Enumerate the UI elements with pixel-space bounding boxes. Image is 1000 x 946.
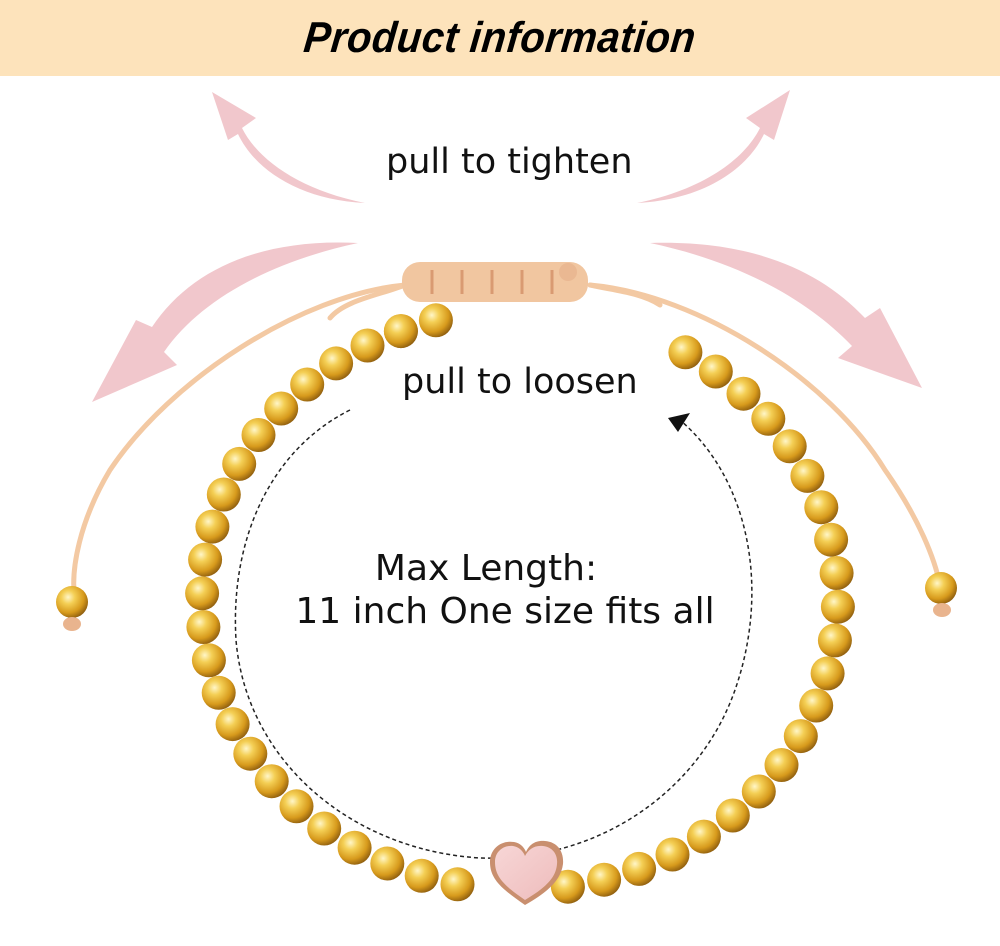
gold-bead (215, 707, 250, 742)
cord (71, 282, 943, 603)
arrow-tighten-right-icon (637, 90, 790, 203)
gold-bead (307, 811, 342, 846)
gold-bead (783, 719, 818, 754)
size-info-label: 11 inch One size fits all (295, 591, 715, 632)
gold-bead (195, 509, 230, 544)
sliding-knot (402, 262, 588, 302)
gold-bead (668, 335, 703, 370)
gold-bead (715, 798, 750, 833)
gold-bead (790, 458, 825, 493)
gold-bead (201, 675, 236, 710)
cord-end-left (56, 586, 88, 631)
gold-bead (191, 643, 226, 678)
gold-bead (810, 656, 845, 691)
gold-bead (206, 477, 241, 512)
gold-bead (188, 542, 223, 577)
gold-bead (820, 589, 855, 624)
gold-bead (370, 846, 405, 881)
bead-strand (185, 303, 855, 904)
circle-arrowhead-icon (668, 413, 690, 432)
pull-to-loosen-label: pull to loosen (402, 362, 638, 402)
max-length-label: Max Length: (374, 548, 598, 589)
gold-bead (186, 610, 221, 644)
gold-bead (222, 446, 257, 481)
gold-bead (418, 303, 453, 338)
gold-bead (233, 736, 268, 771)
gold-bead (819, 556, 854, 590)
gold-bead (814, 522, 849, 557)
gold-bead (550, 869, 585, 904)
header-banner: Product information (0, 0, 1000, 76)
gold-bead (772, 429, 807, 464)
gold-bead (319, 346, 354, 381)
gold-bead (726, 376, 761, 411)
gold-bead (279, 789, 314, 824)
gold-bead (764, 748, 799, 782)
gold-bead (350, 328, 385, 363)
gold-bead (185, 576, 220, 611)
gold-bead (264, 391, 299, 426)
gold-bead (804, 490, 839, 525)
gold-bead (290, 367, 325, 402)
gold-bead (254, 764, 289, 799)
gold-bead (817, 623, 852, 658)
heart-charm-icon (490, 840, 564, 905)
gold-bead (655, 837, 690, 872)
gold-bead (686, 819, 721, 854)
gold-bead (337, 830, 372, 865)
gold-bead (587, 862, 622, 897)
gold-bead (799, 688, 834, 723)
arrow-loosen-left-icon (92, 242, 358, 402)
cord-end-right (925, 572, 957, 617)
gold-bead (440, 867, 475, 902)
size-circle (234, 409, 753, 859)
gold-bead (241, 418, 276, 452)
gold-bead (741, 774, 776, 809)
arrow-loosen-right-icon (650, 242, 922, 388)
pull-to-tighten-label: pull to tighten (386, 142, 633, 182)
gold-bead (698, 354, 733, 389)
gold-bead (383, 314, 418, 349)
arrow-tighten-left-icon (212, 92, 365, 203)
gold-bead (622, 851, 657, 886)
gold-bead (751, 401, 786, 436)
gold-bead (404, 858, 439, 893)
